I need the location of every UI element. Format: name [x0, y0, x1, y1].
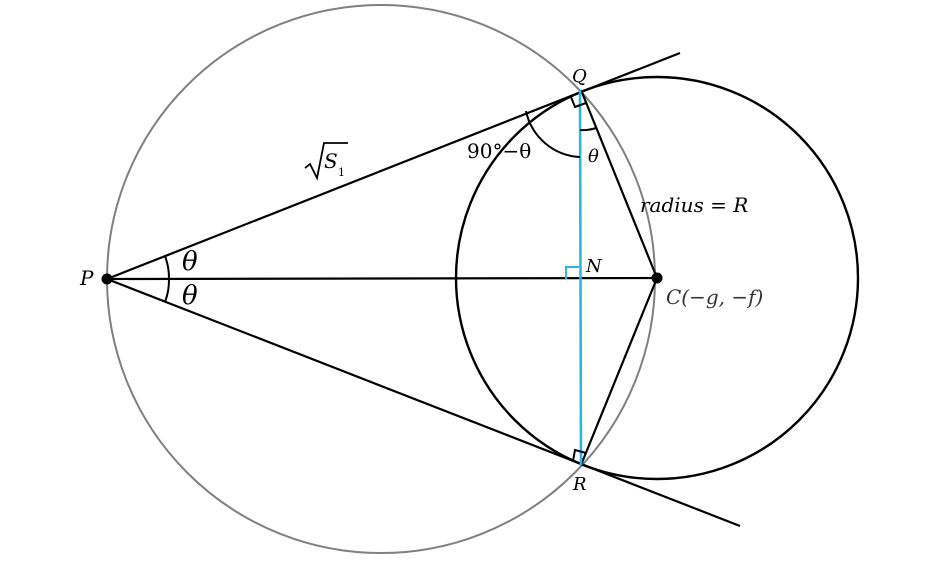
radius-CR: [579, 277, 659, 466]
tangent-line-lower: [106, 277, 741, 528]
right-angle-marker-N: [565, 266, 579, 279]
label-theta-Q: θ: [588, 146, 599, 167]
point-P: [101, 273, 113, 285]
angle-arc-lower-P: [164, 278, 171, 303]
label-tangent-symbol: S: [324, 149, 338, 173]
label-N: N: [585, 256, 603, 277]
chord-of-contact-QR: [578, 89, 583, 466]
label-radius: radius = R: [640, 193, 748, 217]
point-C: [651, 272, 663, 284]
line-PC: [106, 276, 658, 281]
angle-arc-theta-Q: [579, 127, 597, 132]
angle-arc-upper-P: [164, 255, 171, 280]
right-angle-marker-Q: [570, 96, 587, 109]
angle-arc-complement-Q: [525, 110, 581, 158]
label-P: P: [79, 266, 94, 290]
label-theta-upper: θ: [182, 247, 198, 277]
label-R: R: [572, 474, 587, 495]
label-theta-lower: θ: [182, 281, 198, 311]
label-tangent-subscript: 1: [338, 166, 345, 179]
label-tangent-length: S 1: [304, 142, 348, 181]
tangent-line-upper: [106, 51, 681, 281]
label-C: C(−g, −f): [666, 285, 763, 309]
label-complement-angle: 90°−θ: [467, 139, 531, 163]
label-Q: Q: [572, 66, 587, 87]
radius-CQ: [579, 89, 659, 279]
radical-sign-icon: [304, 142, 348, 181]
right-angle-marker-R: [572, 448, 587, 462]
